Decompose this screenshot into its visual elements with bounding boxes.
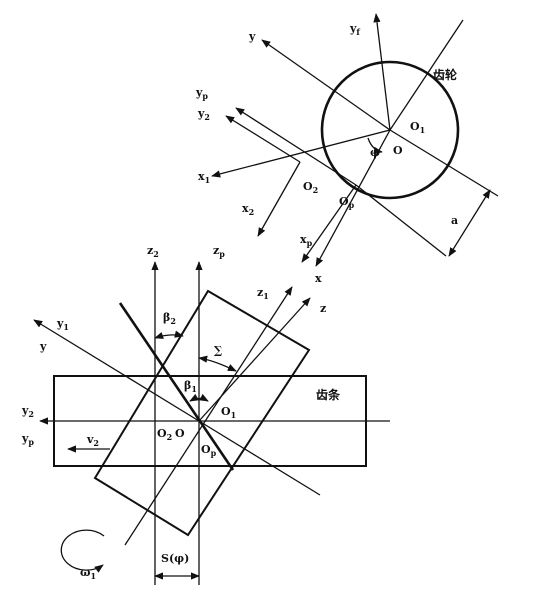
axis-xp xyxy=(301,184,357,263)
line-o1-upper-right xyxy=(389,19,464,131)
label-y-lower: y xyxy=(39,340,47,353)
label-z-lower: z xyxy=(320,302,326,315)
label-v2: v2 xyxy=(86,433,99,448)
omega1-arc xyxy=(60,529,105,573)
axis-z1 xyxy=(124,286,293,546)
label-yp-lower: yp xyxy=(21,432,34,447)
distance-a-arrow xyxy=(448,189,491,257)
axis-y-upper xyxy=(261,39,391,131)
label-x2-upper: x2 xyxy=(242,202,254,217)
axis-z-lower xyxy=(198,297,311,422)
beta1-arc xyxy=(189,393,209,402)
label-sigma: ∑ xyxy=(214,344,223,357)
beta2-arc xyxy=(154,330,184,339)
label-o1-lower: O1 xyxy=(221,405,236,420)
label-y2-upper: y2 xyxy=(197,107,210,122)
label-s-phi: S(φ) xyxy=(161,552,189,565)
label-z1: z1 xyxy=(257,286,269,301)
gear-circle xyxy=(320,60,460,200)
line-o1-lower-right xyxy=(389,129,499,197)
label-o2-lower: O2 xyxy=(157,427,172,442)
line-op-right xyxy=(355,184,447,257)
label-yp-upper: yp xyxy=(195,86,208,101)
phi-arc xyxy=(367,137,383,154)
label-o-upper: O xyxy=(393,144,403,157)
label-z2: z2 xyxy=(147,244,159,259)
axis-y2-upper xyxy=(225,115,301,163)
upper-gear-diagram: y yf yp y2 x1 x2 xp x O2 Op O1 O φ a 齿轮 xyxy=(195,13,499,285)
axis-x1 xyxy=(211,129,391,178)
label-yf: yf xyxy=(349,22,360,37)
label-a: a xyxy=(451,214,458,227)
label-beta1: β1 xyxy=(184,379,197,394)
label-o-lower: O xyxy=(175,427,185,440)
axis-y-lower-ext xyxy=(198,420,321,496)
label-x-upper: x xyxy=(315,272,322,285)
label-op-lower: Op xyxy=(201,443,217,458)
label-o1-upper: O1 xyxy=(410,120,425,135)
label-gear: 齿轮 xyxy=(433,67,458,82)
axis-yf xyxy=(373,13,391,131)
label-beta2: β2 xyxy=(163,311,176,326)
rotated-rectangle xyxy=(93,289,311,537)
lower-rack-diagram: z2 zp z1 z y1 y β2 ∑ β1 齿条 y2 yp O1 O2 O… xyxy=(21,244,390,585)
axis-x2-upper xyxy=(257,161,301,237)
label-xp: xp xyxy=(300,233,313,248)
label-x1: x1 xyxy=(198,170,210,185)
axis-yp xyxy=(235,107,357,186)
axis-y1-lower xyxy=(33,319,200,422)
label-y1-lower: y1 xyxy=(56,317,69,332)
tooth-direction-line xyxy=(118,302,235,471)
label-op-upper: Op xyxy=(339,195,355,210)
label-y2-lower: y2 xyxy=(21,404,34,419)
sigma-arc xyxy=(198,355,237,372)
label-phi: φ xyxy=(370,146,380,159)
label-rack: 齿条 xyxy=(316,387,341,402)
label-zp: zp xyxy=(213,244,225,259)
label-y-upper: y xyxy=(248,30,256,43)
label-o2-upper: O2 xyxy=(303,180,318,195)
label-omega1: ω1 xyxy=(80,566,96,581)
